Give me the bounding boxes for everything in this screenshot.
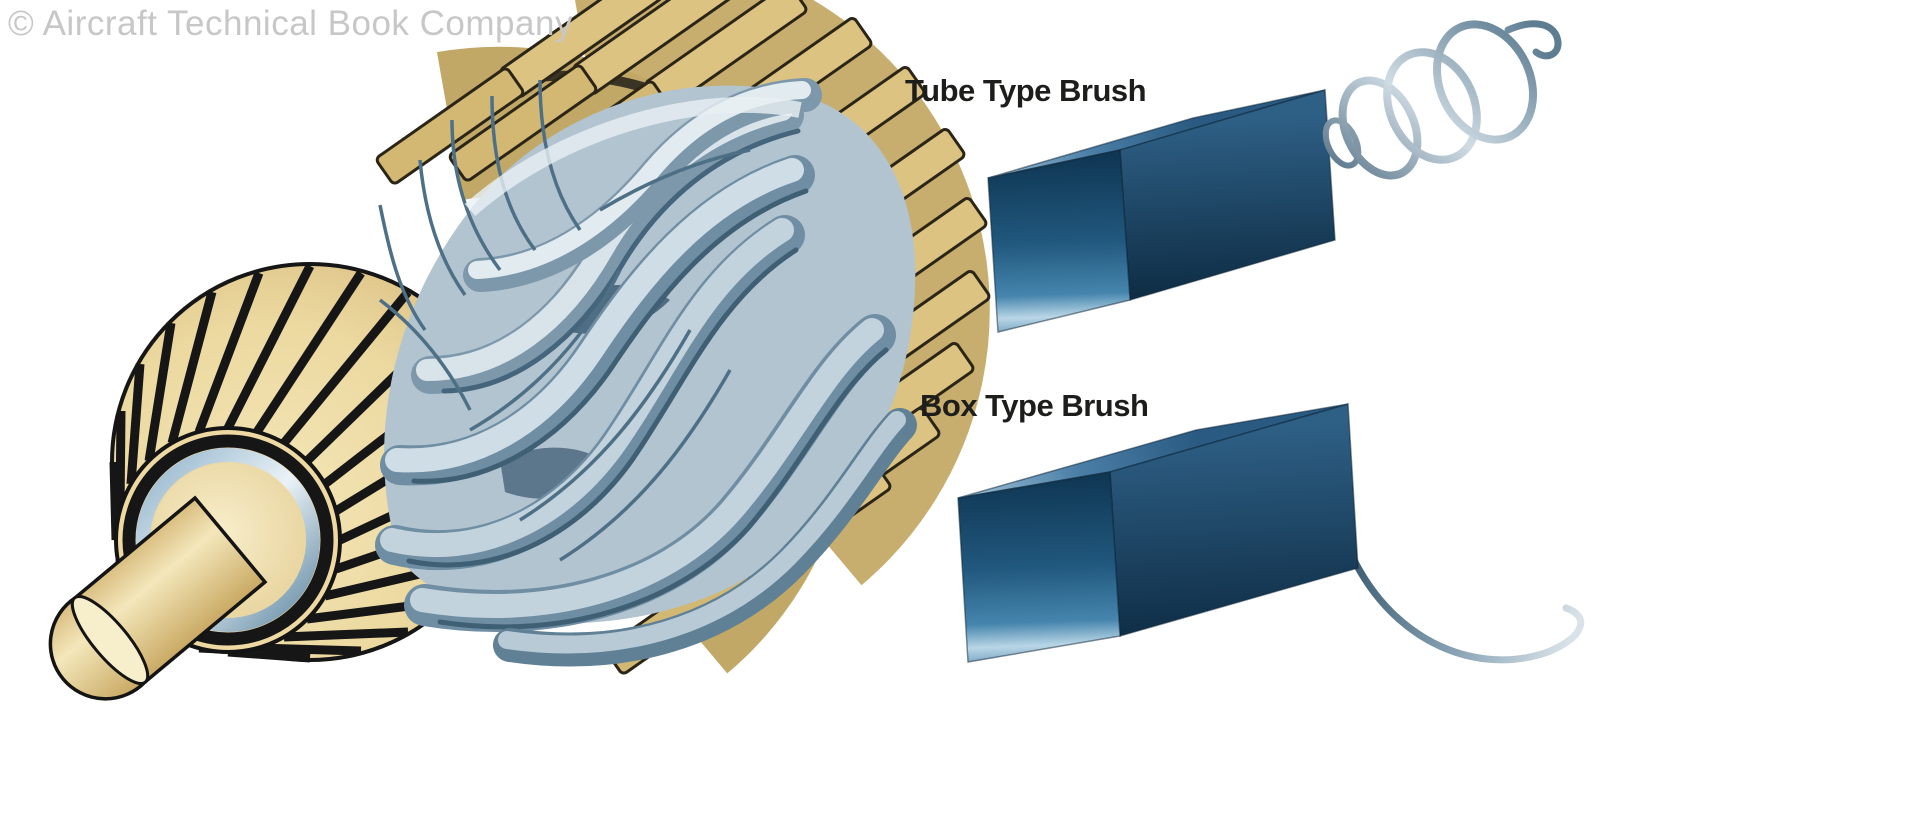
winding-sheen (464, 96, 802, 216)
armature-shaft (48, 495, 268, 701)
tube-brush-spring (1322, 20, 1562, 180)
hub-black-ring (122, 434, 334, 646)
box-brush-label: Box Type Brush (920, 388, 1149, 423)
tube-brush-body (987, 89, 1336, 333)
box-brush (957, 403, 1585, 664)
armature-assembly (48, 0, 993, 701)
winding-bundles (375, 78, 917, 667)
box-brush-lead-wire (1348, 552, 1585, 664)
armature-windings (375, 78, 917, 667)
tube-brush-label: Tube Type Brush (905, 73, 1147, 108)
box-brush-body (957, 403, 1359, 663)
spring-end-curl (1504, 20, 1562, 60)
tube-brush (987, 20, 1562, 333)
box-brush-front-face (957, 471, 1121, 663)
box-brush-side-face (1109, 403, 1359, 637)
copyright-watermark: © Aircraft Technical Book Company (8, 4, 573, 43)
tube-brush-front-face (987, 149, 1131, 333)
shaft-end-cap (70, 594, 150, 686)
tube-brush-side-face (1119, 89, 1336, 301)
